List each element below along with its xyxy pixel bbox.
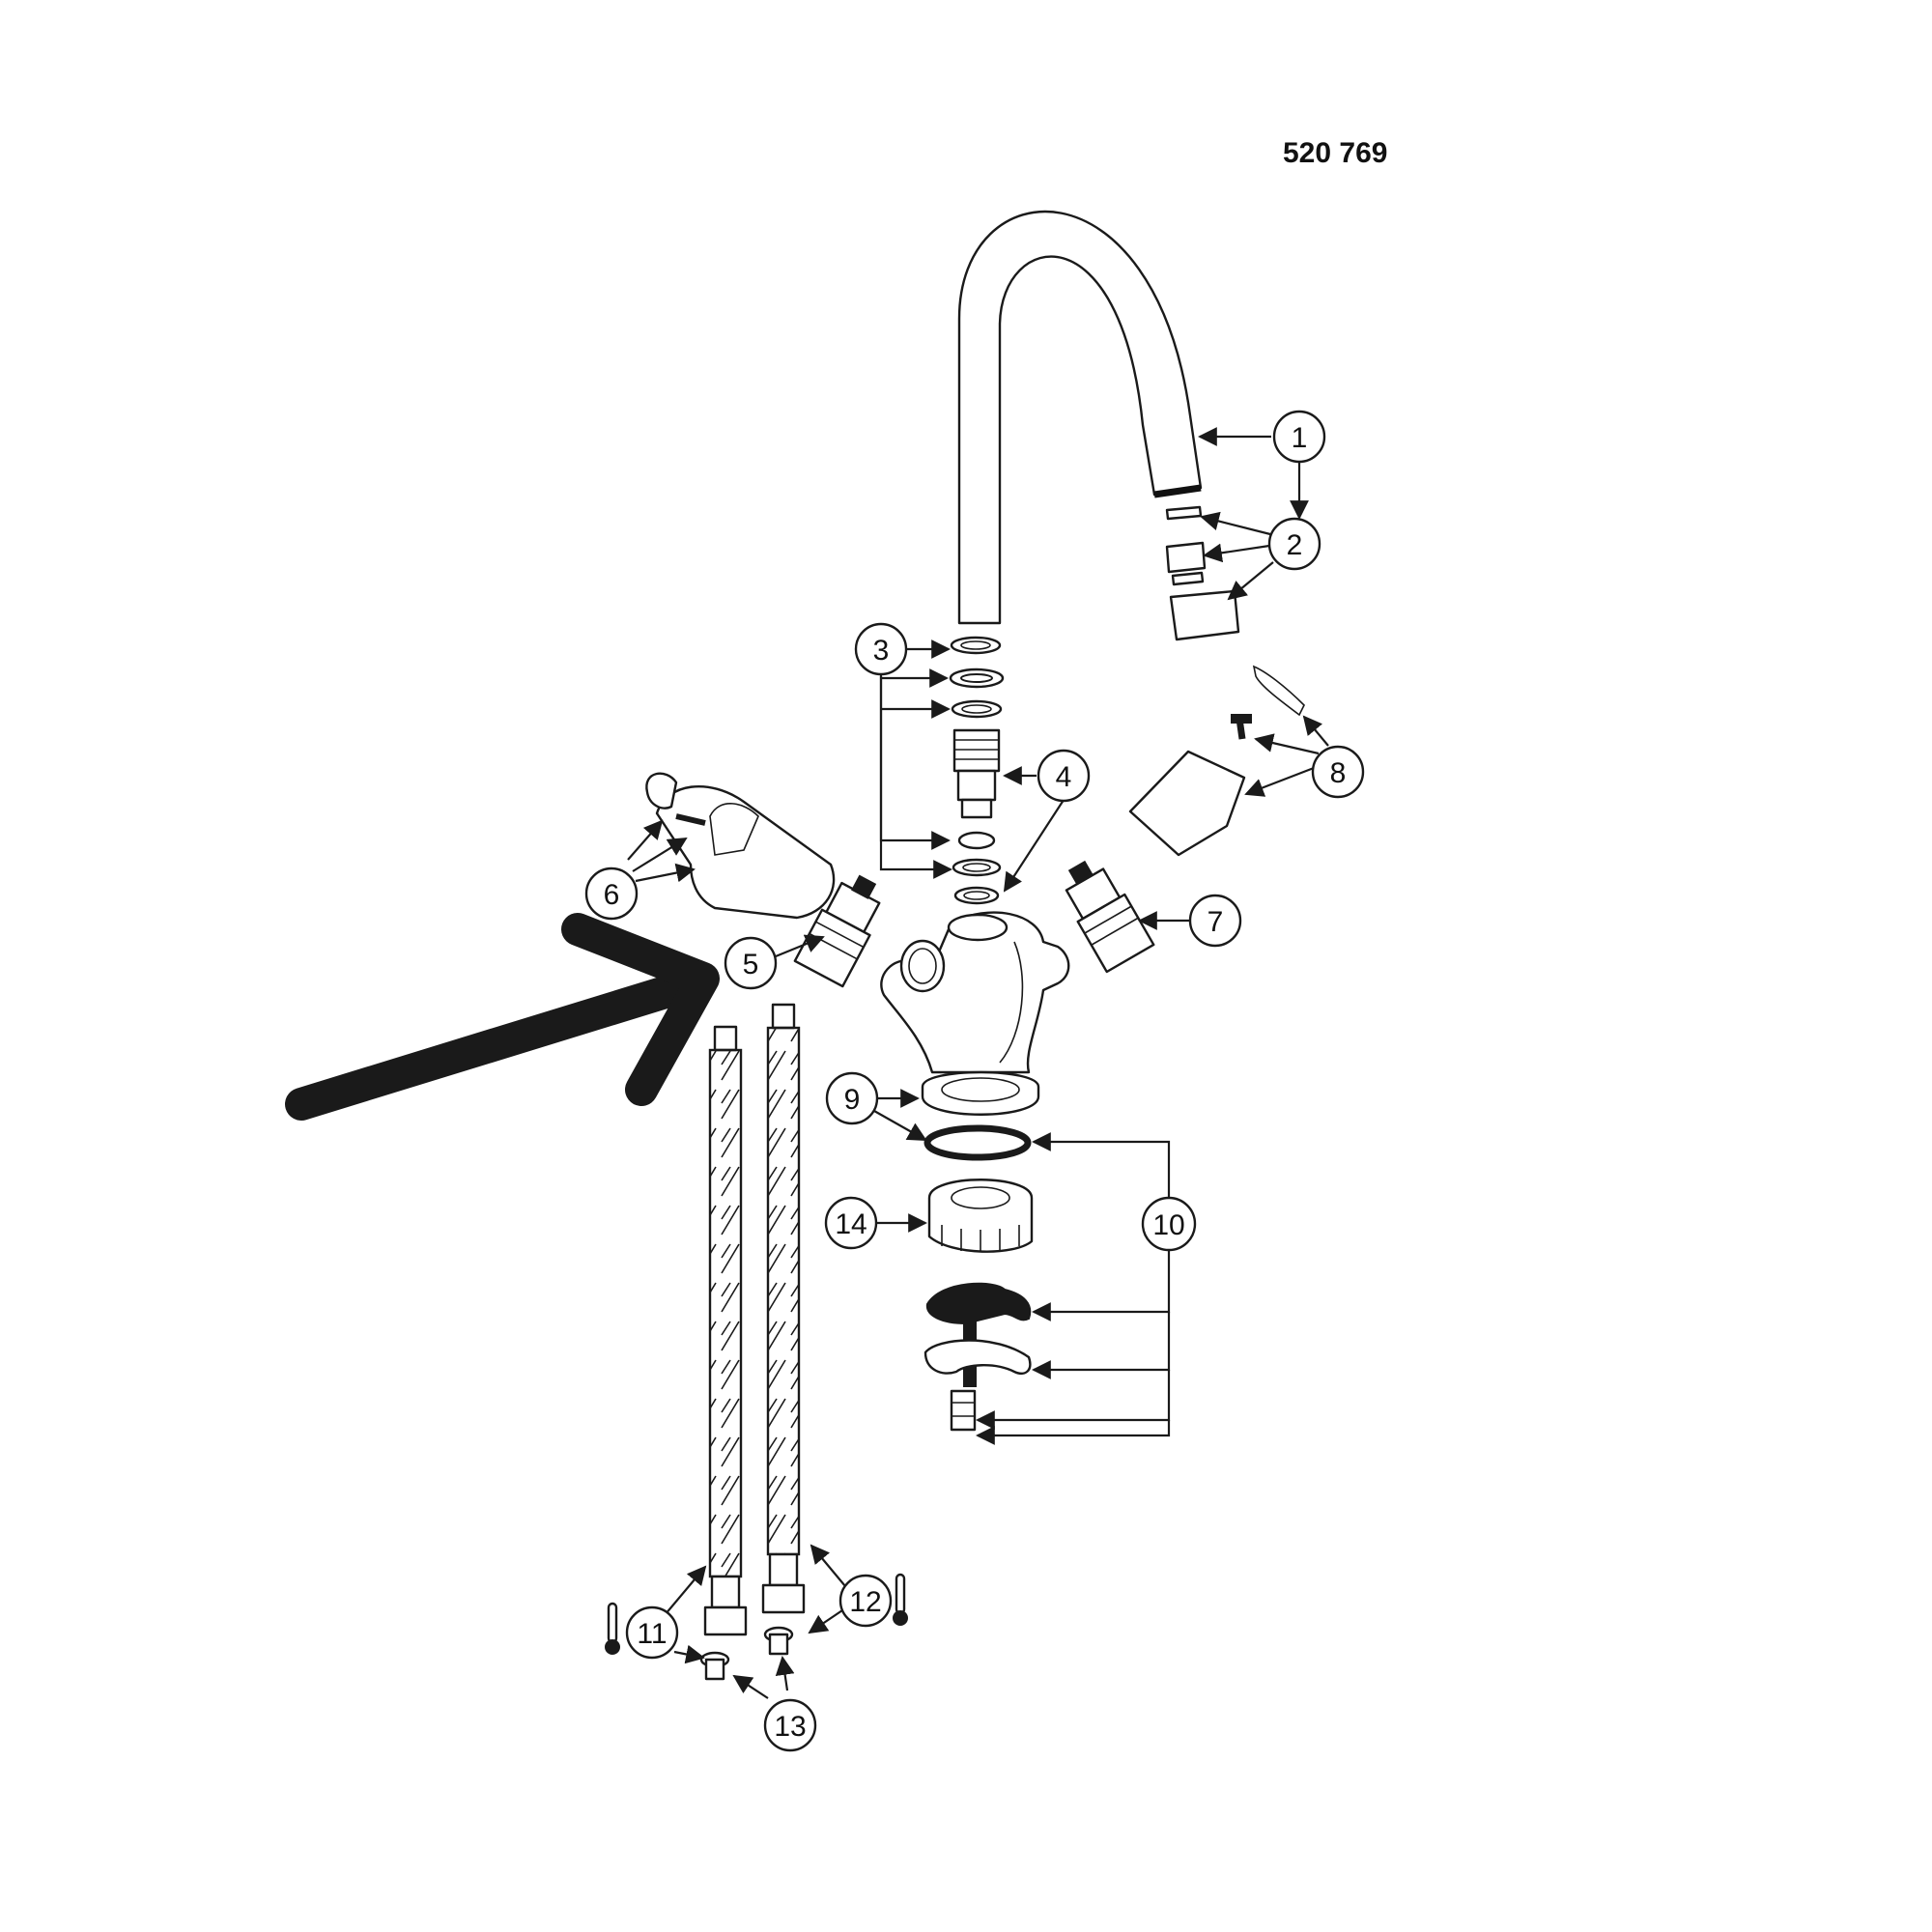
right-cartridge: [1065, 860, 1155, 974]
spout: [957, 210, 1203, 625]
svg-text:8: 8: [1330, 757, 1347, 789]
svg-text:10: 10: [1152, 1209, 1184, 1241]
svg-text:5: 5: [743, 949, 759, 980]
svg-text:6: 6: [604, 879, 620, 911]
callout-6: 6: [584, 867, 639, 921]
supply-hose-right: [761, 1003, 806, 1614]
right-handle: [1128, 665, 1305, 857]
document-number: 520 769: [1283, 137, 1388, 169]
callout-3: 3: [854, 622, 908, 676]
supply-hose-left: [703, 1025, 748, 1636]
callout-11: 11: [625, 1605, 679, 1660]
svg-text:12: 12: [849, 1586, 881, 1618]
callout-8: 8: [1311, 745, 1365, 799]
highlight-arrow: [285, 913, 720, 1121]
hose-washers: [699, 1626, 794, 1681]
mounting-parts: [921, 1070, 1040, 1432]
mixer-body: [880, 911, 1070, 1074]
left-handle: [645, 772, 836, 920]
svg-text:9: 9: [844, 1084, 861, 1116]
callout-1: 1: [1272, 410, 1326, 464]
callout-7: 7: [1188, 894, 1242, 948]
callout-10: 10: [1141, 1196, 1197, 1252]
aerator-parts: [1165, 505, 1240, 641]
callout-2: 2: [1267, 517, 1321, 571]
svg-text:7: 7: [1208, 906, 1224, 938]
callout-5: 5: [724, 936, 778, 990]
callout-12: 12: [838, 1574, 893, 1628]
callout-4: 4: [1037, 749, 1091, 803]
svg-text:11: 11: [637, 1618, 667, 1650]
callout-13: 13: [763, 1698, 817, 1752]
leader-lines: [627, 427, 1329, 1699]
svg-text:3: 3: [873, 635, 890, 667]
callout-14: 14: [824, 1196, 878, 1250]
temperature-icons: [605, 1573, 908, 1655]
svg-text:1: 1: [1292, 422, 1308, 454]
callout-9: 9: [825, 1071, 879, 1125]
svg-text:13: 13: [774, 1711, 806, 1743]
svg-text:2: 2: [1287, 529, 1303, 561]
spout-seal-stack: [949, 636, 1005, 905]
svg-text:4: 4: [1056, 761, 1072, 793]
svg-text:14: 14: [835, 1208, 867, 1240]
